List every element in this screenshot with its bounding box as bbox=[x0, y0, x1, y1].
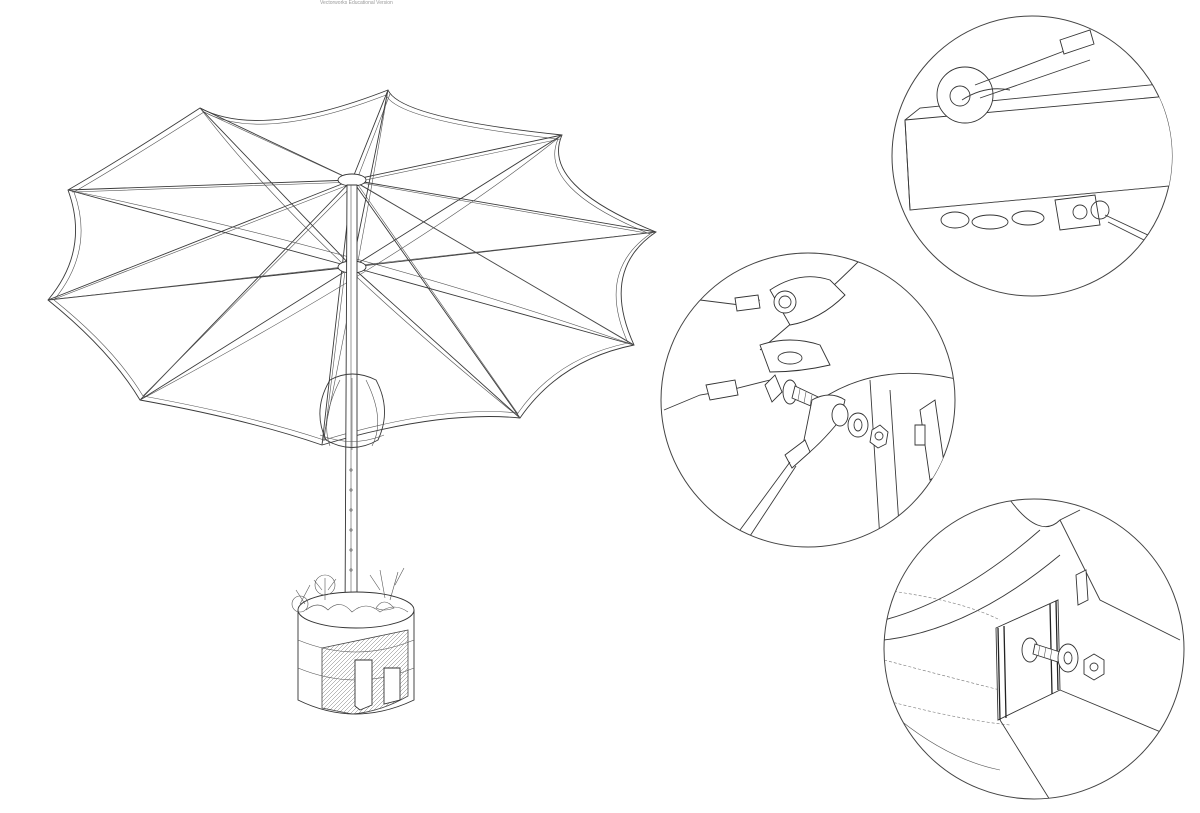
top-hub bbox=[337, 173, 367, 187]
plants bbox=[291, 567, 405, 613]
detail-planter-strap bbox=[883, 498, 1185, 800]
detail-bolt-cable bbox=[660, 252, 956, 548]
watermark-text: Vectorworks Educational Version bbox=[320, 0, 393, 6]
pole-holes bbox=[349, 468, 353, 572]
detail-pulley bbox=[891, 15, 1173, 297]
runner bbox=[319, 373, 385, 448]
chain bbox=[940, 194, 1110, 231]
strap-bolt bbox=[1021, 637, 1105, 681]
planter bbox=[291, 567, 415, 715]
bolt-assembly bbox=[764, 374, 889, 462]
umbrella bbox=[47, 89, 657, 621]
